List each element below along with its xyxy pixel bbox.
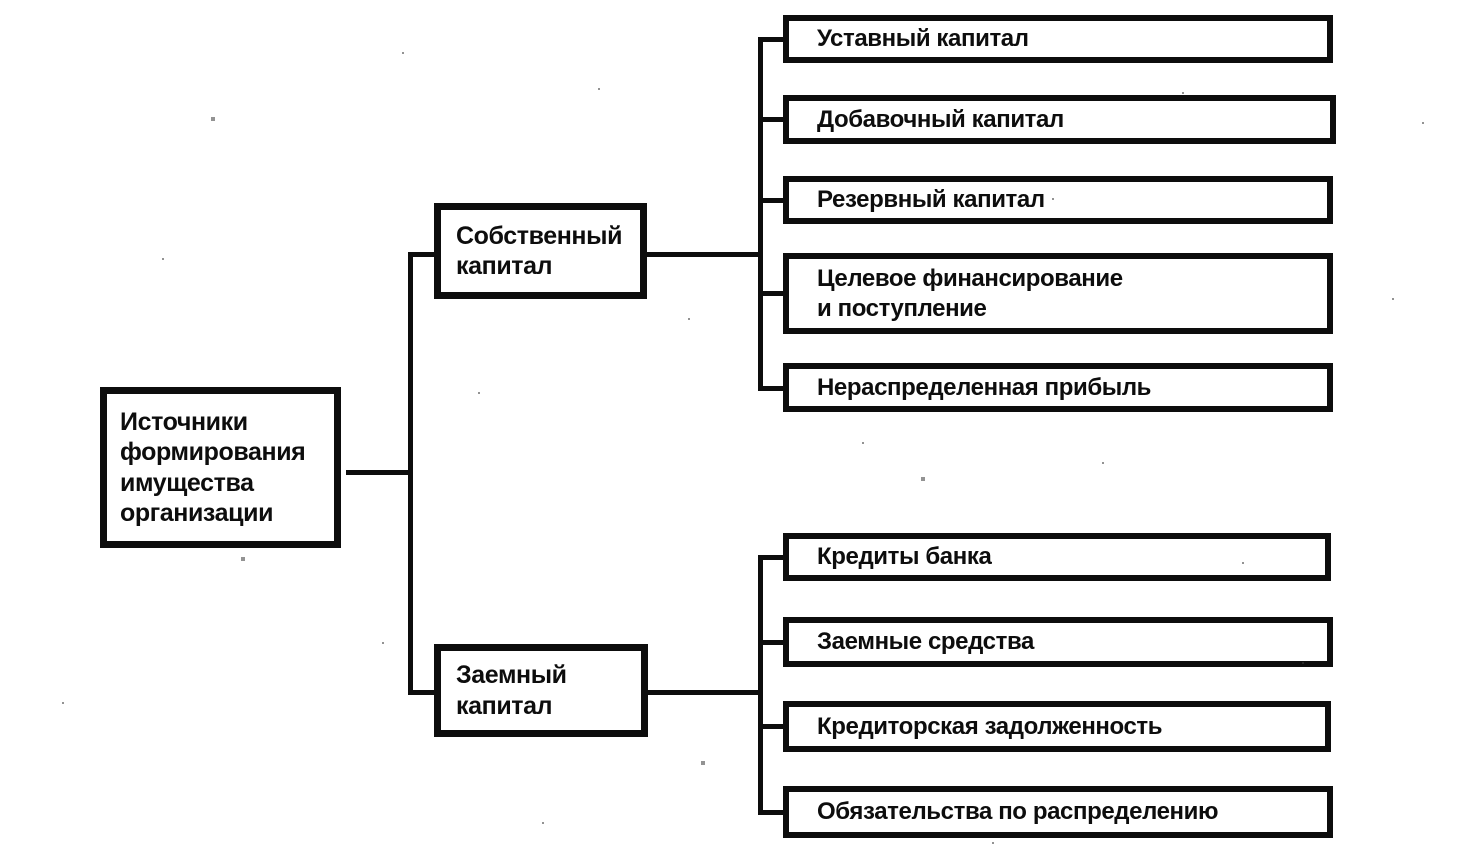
node-root: Источники формирования имущества организ… bbox=[100, 387, 352, 559]
leaf-distribution-obligations: Обязательства по распределению bbox=[783, 786, 1345, 850]
leaf-borrowed-funds: Заемные средства bbox=[783, 617, 1345, 679]
leaf-retained-earnings: Нераспределенная прибыль bbox=[783, 363, 1345, 424]
leaf-reserve-capital: Резервный капитал bbox=[783, 176, 1345, 236]
scan-noise bbox=[0, 0, 2, 2]
connector-borrowed-to-children bbox=[646, 690, 763, 695]
leaf-additional-capital: Добавочный капитал bbox=[783, 95, 1348, 156]
connector-stub-reserve-capital bbox=[758, 198, 787, 203]
leaf-authorized-capital: Уставный капитал bbox=[783, 15, 1345, 75]
connector-stub-own-capital bbox=[408, 252, 440, 257]
node-borrowed-capital: Заемный капитал bbox=[434, 644, 659, 748]
connector-root-to-trunk bbox=[346, 470, 412, 475]
connector-own-children-vertical bbox=[758, 37, 763, 391]
connector-stub-borrowed-capital bbox=[408, 690, 440, 695]
connector-stub-distribution-obligations bbox=[758, 810, 787, 815]
connector-stub-bank-loans bbox=[758, 555, 787, 560]
connector-stub-authorized-capital bbox=[758, 37, 787, 42]
leaf-accounts-payable: Кредиторская задолженность bbox=[783, 701, 1343, 764]
leaf-bank-loans: Кредиты банка bbox=[783, 533, 1343, 593]
connector-stub-retained-earnings bbox=[758, 386, 787, 391]
connector-stub-accounts-payable bbox=[758, 724, 787, 729]
connector-stub-target-financing bbox=[758, 291, 787, 296]
connector-trunk-vertical bbox=[408, 252, 413, 695]
leaf-target-financing: Целевое финансирование и поступление bbox=[783, 253, 1345, 346]
connector-stub-additional-capital bbox=[758, 117, 787, 122]
connector-borrowed-children-vertical bbox=[758, 555, 763, 815]
node-own-capital: Собственный капитал bbox=[434, 203, 658, 310]
connector-stub-borrowed-funds bbox=[758, 640, 787, 645]
connector-own-to-children bbox=[645, 252, 763, 257]
